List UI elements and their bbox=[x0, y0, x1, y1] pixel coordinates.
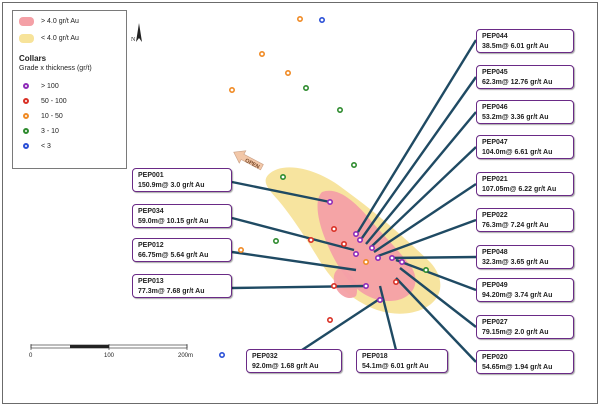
leader-pep044 bbox=[356, 39, 478, 233]
leader-pep013 bbox=[231, 284, 367, 290]
purple-dot-icon bbox=[23, 83, 29, 89]
leader-pep034 bbox=[231, 216, 355, 252]
drill-collar-dot bbox=[258, 50, 265, 57]
collars bbox=[219, 15, 429, 358]
leader-pep048 bbox=[389, 255, 477, 260]
leader-pep021 bbox=[373, 183, 477, 253]
high-grade-body bbox=[317, 190, 416, 302]
green-dot-icon bbox=[23, 128, 29, 134]
leader-pep012 bbox=[231, 250, 357, 272]
drill-collar-dot bbox=[362, 282, 369, 289]
drill-collar-dot bbox=[326, 199, 333, 206]
scale-label-100: 100 bbox=[104, 353, 115, 359]
open-arrow: OPEN bbox=[233, 150, 264, 171]
leader-pep047 bbox=[369, 146, 477, 249]
drill-collar-dot bbox=[352, 251, 359, 258]
drill-collar-dot bbox=[398, 258, 405, 265]
drill-collar-dot bbox=[352, 231, 359, 238]
leader-pep018 bbox=[378, 285, 398, 351]
north-arrow: N bbox=[131, 23, 142, 43]
drill-collar-dot bbox=[229, 87, 236, 94]
map-frame bbox=[2, 2, 598, 404]
drill-collar-dot bbox=[336, 107, 343, 114]
leader-pep027 bbox=[399, 267, 477, 328]
orange-dot-icon bbox=[23, 113, 29, 119]
drill-collar-dot bbox=[330, 282, 337, 289]
drill-collar-dot bbox=[356, 237, 363, 244]
drill-collar-dot bbox=[307, 237, 314, 244]
low-grade-swatch bbox=[19, 34, 34, 43]
leader-pep046 bbox=[365, 111, 477, 245]
drill-collar-dot bbox=[392, 278, 399, 285]
legend-subtitle: Grade x thickness (gr/t) bbox=[19, 65, 92, 72]
scale-label-0: 0 bbox=[29, 353, 33, 359]
drill-collar-dot bbox=[330, 226, 337, 233]
blue-dot-icon bbox=[23, 143, 29, 149]
north-arrow-icon bbox=[136, 23, 142, 42]
leader-pep045 bbox=[361, 76, 477, 239]
leader-pep022 bbox=[377, 218, 477, 258]
drill-collar-dot bbox=[388, 255, 395, 262]
leader-pep020 bbox=[395, 277, 477, 363]
drill-collar-dot bbox=[318, 16, 325, 23]
drill-collar-dot bbox=[284, 70, 291, 77]
legend-title: Collars bbox=[19, 54, 47, 63]
drill-collar-dot bbox=[279, 174, 286, 181]
drill-collar-dot bbox=[272, 238, 279, 245]
drill-collar-dot bbox=[362, 258, 369, 265]
high-grade-swatch bbox=[19, 17, 34, 26]
drill-collar-dot bbox=[219, 351, 226, 358]
drill-collar-dot bbox=[326, 316, 333, 323]
drill-collar-dot bbox=[350, 162, 357, 169]
drill-collar-dot bbox=[296, 15, 303, 22]
drill-collar-dot bbox=[302, 85, 309, 92]
drill-collar-dot bbox=[340, 241, 347, 248]
map-legend: > 4.0 gr/t Au < 4.0 gr/t Au Collars Grad… bbox=[12, 10, 127, 169]
drill-collar-dot bbox=[238, 247, 245, 254]
drill-collar-dot bbox=[376, 296, 383, 303]
red-dot-icon bbox=[23, 98, 29, 104]
drill-collar-dot bbox=[374, 255, 381, 262]
scale-bar: 0 100 200m bbox=[29, 344, 193, 359]
drill-collar-dot bbox=[422, 266, 429, 273]
scale-label-200: 200m bbox=[178, 353, 193, 359]
high-grade-lobe bbox=[333, 268, 358, 299]
north-label: N bbox=[131, 37, 136, 43]
leader-pep032 bbox=[301, 298, 379, 352]
leader-pep001 bbox=[231, 180, 331, 204]
leader-lines bbox=[231, 39, 478, 363]
drill-collar-dot bbox=[368, 245, 375, 252]
open-label: OPEN bbox=[244, 158, 261, 171]
leader-pep049 bbox=[395, 258, 477, 292]
